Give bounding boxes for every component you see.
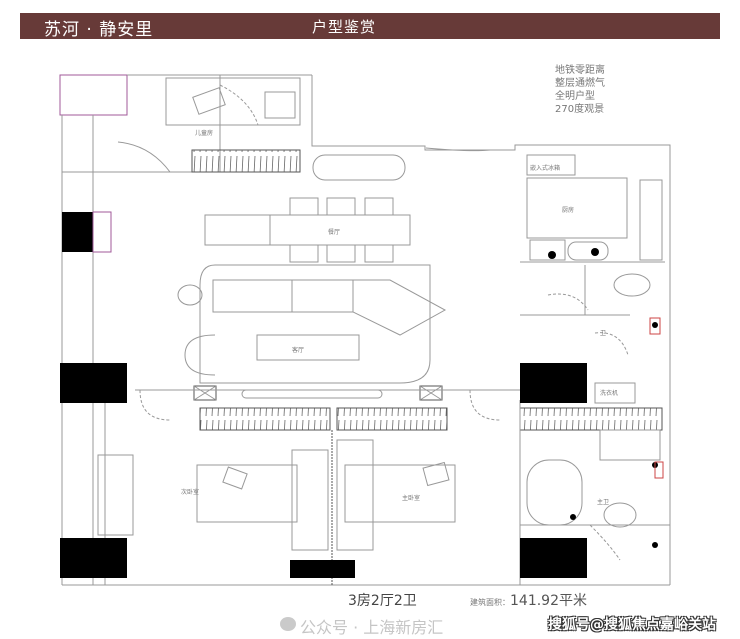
room-label-master-bedroom: 主卧室 [402,495,421,502]
wechat-icon [280,617,296,631]
watermark-sohu: 搜狐号@搜狐焦点嘉峪关站 [548,617,716,633]
area-summary: 建筑面积：141.92平米 [470,590,587,610]
header-bar: 苏河 · 静安里 户型鉴赏 [20,13,720,40]
project-title: 苏河 · 静安里 [44,20,154,40]
room-label-kids: 儿童房 [195,130,214,137]
area-label: 建筑面积： [470,598,510,607]
section-title: 户型鉴赏 [312,18,377,36]
pillar [62,212,93,252]
room-label-bath: 卫 [600,330,607,337]
room-label-second-bedroom: 次卧室 [181,489,200,496]
pillar [520,538,587,578]
room-label-dining: 餐厅 [328,229,341,236]
pillar [290,560,355,578]
watermark-public-account: 公众号 · 上海新房汇 [300,618,444,637]
pillar [60,538,127,578]
pillar [60,363,127,403]
room-label-fridge: 嵌入式冰箱 [530,165,561,172]
feature-list: 地铁零距离 整层通燃气 全明户型 270度观景 [555,64,605,116]
area-value: 141.92平米 [510,593,587,609]
room-label-master-bath: 主卫 [597,499,610,506]
feature-item: 地铁零距离 [555,65,605,76]
feature-item: 整层通燃气 [555,78,605,89]
room-label-washer: 洗衣机 [600,390,619,397]
feature-item: 270度观景 [555,104,605,115]
pillar [520,363,587,403]
layout-summary: 3房2厅2卫 [348,593,417,609]
feature-item: 全明户型 [555,91,595,102]
room-label-living: 客厅 [292,347,305,354]
balcony-box [59,74,128,116]
room-label-kitchen: 厨房 [562,207,575,214]
